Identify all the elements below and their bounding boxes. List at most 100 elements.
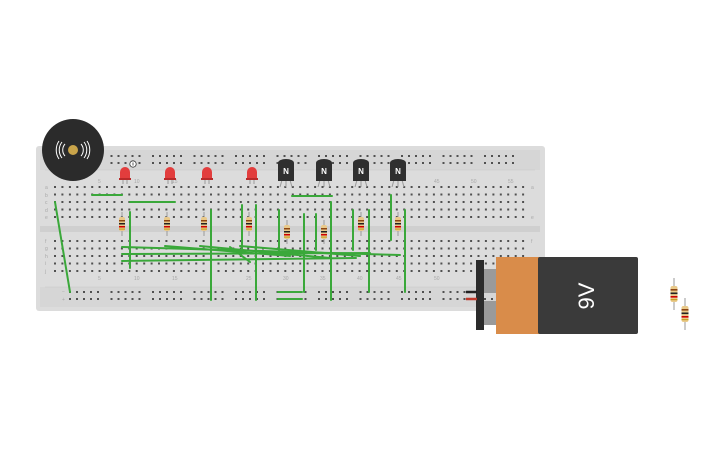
breadboard-hole[interactable] [440, 270, 443, 272]
breadboard-hole[interactable] [358, 247, 361, 250]
breadboard-hole[interactable] [373, 216, 376, 218]
breadboard-hole[interactable] [239, 216, 242, 218]
breadboard-hole[interactable] [106, 262, 108, 265]
breadboard-hole[interactable] [346, 155, 348, 157]
breadboard-hole[interactable] [210, 201, 212, 203]
breadboard-hole[interactable] [442, 155, 445, 157]
breadboard-hole[interactable] [314, 270, 317, 272]
breadboard-hole[interactable] [395, 255, 398, 257]
breadboard-hole[interactable] [447, 208, 450, 211]
breadboard-hole[interactable] [262, 201, 264, 203]
breadboard-hole[interactable] [180, 155, 182, 157]
breadboard-hole[interactable] [462, 201, 465, 203]
breadboard-hole[interactable] [462, 240, 465, 242]
breadboard-hole[interactable] [498, 155, 500, 157]
breadboard-hole[interactable] [522, 208, 525, 211]
breadboard-hole[interactable] [61, 201, 64, 203]
breadboard-hole[interactable] [269, 186, 272, 188]
breadboard-hole[interactable] [143, 186, 146, 188]
breadboard-hole[interactable] [200, 298, 203, 300]
breadboard-hole[interactable] [98, 186, 101, 188]
breadboard-hole[interactable] [387, 162, 390, 164]
breadboard-hole[interactable] [321, 255, 324, 257]
breadboard-hole[interactable] [395, 216, 398, 218]
breadboard-hole[interactable] [491, 155, 493, 157]
breadboard-hole[interactable] [440, 186, 443, 188]
breadboard-hole[interactable] [98, 262, 101, 265]
breadboard-hole[interactable] [328, 208, 331, 211]
breadboard-hole[interactable] [455, 247, 458, 250]
breadboard-hole[interactable] [373, 270, 376, 272]
breadboard-hole[interactable] [440, 240, 443, 242]
breadboard-hole[interactable] [366, 155, 369, 157]
breadboard-hole[interactable] [113, 270, 116, 272]
breadboard-hole[interactable] [214, 162, 217, 164]
breadboard-hole[interactable] [432, 247, 435, 250]
breadboard-hole[interactable] [254, 186, 257, 188]
breadboard-hole[interactable] [418, 208, 421, 211]
breadboard-hole[interactable] [117, 162, 120, 164]
breadboard-hole[interactable] [403, 201, 406, 203]
breadboard-hole[interactable] [83, 291, 85, 293]
breadboard-hole[interactable] [456, 155, 459, 157]
breadboard-hole[interactable] [358, 186, 361, 188]
breadboard-hole[interactable] [135, 247, 138, 250]
breadboard-hole[interactable] [498, 162, 500, 164]
breadboard-hole[interactable] [418, 193, 421, 196]
breadboard-hole[interactable] [388, 208, 391, 211]
breadboard-hole[interactable] [54, 270, 56, 272]
breadboard-hole[interactable] [447, 247, 450, 250]
npn-transistor[interactable]: N [353, 159, 369, 188]
breadboard-hole[interactable] [456, 298, 459, 300]
breadboard-hole[interactable] [152, 291, 154, 293]
breadboard-hole[interactable] [83, 186, 86, 188]
breadboard-hole[interactable] [366, 270, 369, 272]
breadboard-hole[interactable] [514, 247, 517, 250]
breadboard-hole[interactable] [165, 270, 168, 272]
breadboard-hole[interactable] [442, 291, 445, 293]
breadboard-hole[interactable] [158, 216, 160, 218]
resistor[interactable] [284, 220, 290, 244]
breadboard-hole[interactable] [284, 240, 287, 242]
breadboard-hole[interactable] [61, 193, 64, 196]
resistor[interactable] [321, 220, 327, 244]
breadboard-hole[interactable] [232, 208, 235, 211]
breadboard-hole[interactable] [304, 298, 307, 300]
breadboard-hole[interactable] [128, 193, 131, 196]
breadboard-hole[interactable] [408, 291, 410, 293]
breadboard-hole[interactable] [235, 298, 237, 300]
breadboard-hole[interactable] [522, 255, 525, 257]
breadboard-hole[interactable] [306, 216, 309, 218]
breadboard-hole[interactable] [263, 298, 265, 300]
breadboard-hole[interactable] [507, 255, 510, 257]
wire-layer[interactable] [54, 194, 406, 301]
breadboard-hole[interactable] [470, 240, 473, 242]
breadboard-hole[interactable] [195, 201, 198, 203]
breadboard-hole[interactable] [232, 262, 235, 265]
breadboard-hole[interactable] [159, 291, 161, 293]
breadboard-hole[interactable] [180, 208, 183, 211]
breadboard-hole[interactable] [269, 208, 272, 211]
breadboard-hole[interactable] [117, 291, 120, 293]
breadboard-hole[interactable] [484, 208, 487, 211]
breadboard-hole[interactable] [522, 216, 525, 218]
breadboard-hole[interactable] [346, 162, 348, 164]
breadboard-hole[interactable] [200, 291, 203, 293]
breadboard-hole[interactable] [410, 240, 413, 242]
breadboard-hole[interactable] [165, 240, 168, 242]
breadboard-hole[interactable] [410, 186, 413, 188]
breadboard-hole[interactable] [117, 298, 120, 300]
breadboard-hole[interactable] [492, 193, 495, 196]
breadboard-hole[interactable] [232, 216, 235, 218]
breadboard-hole[interactable] [217, 255, 220, 257]
breadboard-hole[interactable] [447, 270, 450, 272]
breadboard-hole[interactable] [366, 262, 369, 265]
breadboard-hole[interactable] [447, 201, 450, 203]
breadboard-hole[interactable] [336, 186, 339, 188]
breadboard-hole[interactable] [387, 298, 390, 300]
breadboard-hole[interactable] [447, 216, 450, 218]
breadboard-hole[interactable] [232, 255, 235, 257]
breadboard-hole[interactable] [284, 208, 287, 211]
breadboard[interactable]: 5 10 15 45 50 55 5 10 15 25 30 35 40 45 … [36, 146, 545, 311]
breadboard-hole[interactable] [507, 201, 510, 203]
